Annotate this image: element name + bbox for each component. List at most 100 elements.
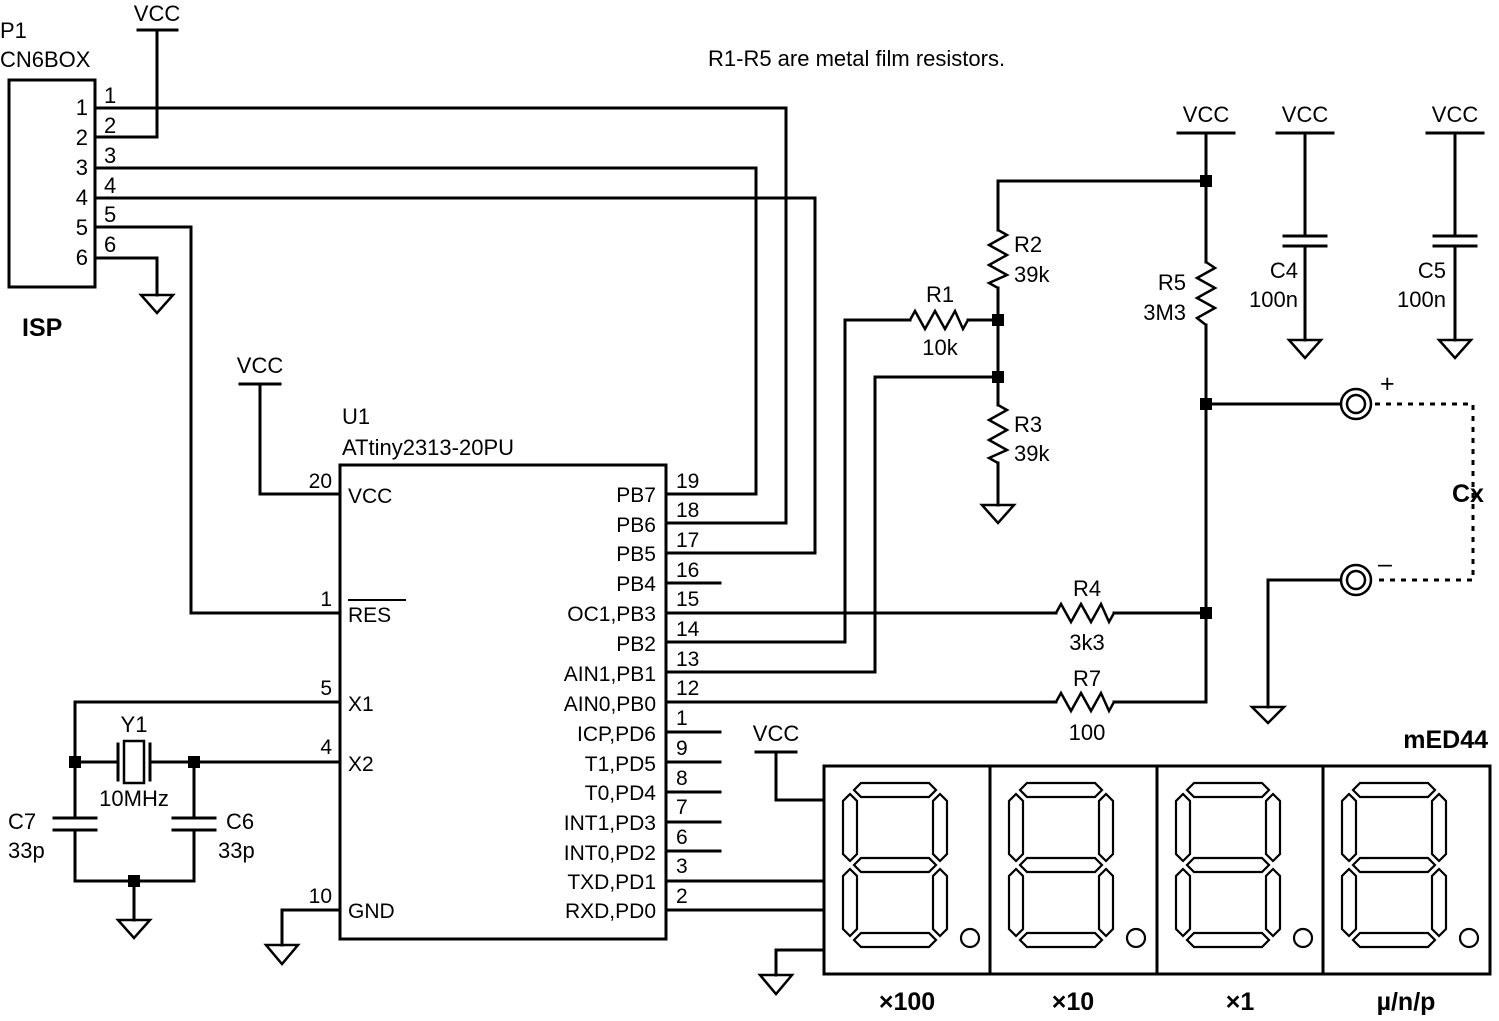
junction-dot bbox=[1200, 607, 1212, 619]
capacitor-value: 33p bbox=[8, 838, 45, 863]
connector-name: ISP bbox=[22, 314, 62, 342]
vcc-label: VCC bbox=[1282, 102, 1329, 127]
terminal-minus-label: – bbox=[1378, 550, 1392, 578]
resistor-r4: R4 3k3 bbox=[1054, 576, 1116, 655]
terminal-plus bbox=[1339, 387, 1373, 421]
segment bbox=[1430, 867, 1448, 938]
resistor-value: 3k3 bbox=[1069, 630, 1104, 655]
pin-number: 1 bbox=[676, 707, 688, 730]
ground-icon bbox=[115, 918, 153, 940]
mcu-u1: U1 ATtiny2313-20PU 20 VCC 1 RES 5 X1 4 X… bbox=[309, 404, 700, 941]
segment bbox=[852, 856, 938, 874]
resistor-symbol bbox=[986, 403, 1010, 465]
pin-name: ICP,PD6 bbox=[577, 723, 656, 746]
vcc-label: VCC bbox=[1183, 102, 1230, 127]
pin-name: AIN0,PB0 bbox=[564, 693, 656, 716]
pin-name: T0,PD4 bbox=[585, 782, 657, 805]
pin-number: 3 bbox=[76, 155, 88, 180]
connector-inner-pins: 1 2 3 4 5 6 bbox=[76, 95, 88, 270]
junctions bbox=[69, 175, 1212, 887]
pin-name: PB4 bbox=[616, 573, 656, 596]
resistor-value: 10k bbox=[922, 335, 958, 360]
resistor-symbol bbox=[1054, 601, 1116, 625]
resistor-ref: R5 bbox=[1158, 270, 1186, 295]
pin-name: X2 bbox=[348, 753, 374, 776]
wires bbox=[73, 28, 1485, 977]
resistor-ref: R3 bbox=[1014, 412, 1042, 437]
resistor-r7: R7 100 bbox=[1054, 666, 1116, 745]
resistor-r2: R2 39k bbox=[986, 228, 1050, 290]
segment bbox=[1430, 792, 1448, 863]
ground-icon bbox=[757, 973, 795, 996]
resistor-value: 39k bbox=[1014, 441, 1050, 466]
crystal-value: 10MHz bbox=[99, 786, 169, 811]
junction-dot bbox=[992, 314, 1004, 326]
digit-label: ×10 bbox=[1052, 988, 1094, 1016]
segment bbox=[1007, 867, 1025, 938]
pin-name: TXD,PD1 bbox=[567, 871, 656, 894]
pin-number: 3 bbox=[676, 855, 688, 878]
resistor-ref: R4 bbox=[1073, 576, 1101, 601]
display-med44: mED44 ×100 ×10 ×1 µ/n/p bbox=[822, 726, 1492, 1016]
pin-number: 1 bbox=[320, 588, 332, 611]
resistor-value: 39k bbox=[1014, 262, 1050, 287]
pin-number: 4 bbox=[320, 736, 332, 759]
pin-name: PB2 bbox=[616, 633, 656, 656]
pin-number: 3 bbox=[104, 143, 116, 168]
ground-icon bbox=[979, 503, 1017, 525]
pin-number: 9 bbox=[676, 737, 688, 760]
segment bbox=[1018, 856, 1104, 874]
resistor-r1: R1 10k bbox=[908, 282, 970, 360]
pin-number: 5 bbox=[104, 202, 116, 227]
segment bbox=[841, 792, 859, 863]
pin-number: 1 bbox=[76, 95, 88, 120]
segment bbox=[1351, 781, 1437, 799]
pin-number: 10 bbox=[309, 885, 332, 908]
segment bbox=[1097, 792, 1115, 863]
resistor-r5: R5 3M3 bbox=[1143, 260, 1218, 326]
resistor-symbol bbox=[1194, 260, 1218, 326]
capacitor-c7: C7 33p bbox=[8, 809, 98, 863]
resistor-value: 100 bbox=[1069, 720, 1106, 745]
digit-label: ×1 bbox=[1226, 988, 1255, 1016]
pin-name: VCC bbox=[348, 485, 392, 508]
display-name: mED44 bbox=[1403, 726, 1488, 754]
pin-number: 4 bbox=[104, 173, 116, 198]
crystal-y1: Y1 10MHz bbox=[99, 712, 169, 811]
digit-layer bbox=[841, 781, 1480, 949]
resistor-ref: R7 bbox=[1073, 666, 1101, 691]
segment bbox=[931, 867, 949, 938]
segment bbox=[1185, 856, 1271, 874]
capacitor-value: 100n bbox=[1249, 287, 1298, 312]
segment bbox=[1264, 792, 1282, 863]
segment bbox=[1174, 792, 1192, 863]
segment bbox=[1018, 931, 1104, 949]
segment bbox=[1340, 867, 1358, 938]
pin-number: 18 bbox=[676, 499, 699, 522]
segment bbox=[852, 931, 938, 949]
terminal-minus bbox=[1339, 563, 1373, 597]
mcu-part: ATtiny2313-20PU bbox=[342, 435, 514, 460]
ground-icon bbox=[1286, 338, 1324, 360]
resistor-symbol bbox=[986, 228, 1010, 290]
terminal-plus-inner bbox=[1345, 393, 1367, 415]
segment bbox=[1007, 792, 1025, 863]
pin-name: PB5 bbox=[616, 543, 656, 566]
decimal-point bbox=[1458, 927, 1480, 949]
cx-label: Cx bbox=[1452, 480, 1484, 508]
segment bbox=[841, 867, 859, 938]
pin-number: 17 bbox=[676, 529, 699, 552]
pin-name: AIN1,PB1 bbox=[564, 663, 656, 686]
capacitor-c5: C5 100n bbox=[1397, 234, 1478, 312]
vcc-label: VCC bbox=[1432, 102, 1479, 127]
pin-number: 4 bbox=[76, 185, 88, 210]
digit-label: ×100 bbox=[879, 988, 935, 1016]
pin-number: 5 bbox=[320, 677, 332, 700]
terminal-minus-inner bbox=[1345, 569, 1367, 591]
segment bbox=[1174, 867, 1192, 938]
pin-name: INT1,PD3 bbox=[564, 812, 656, 835]
terminal-plus-label: + bbox=[1380, 370, 1395, 398]
decimal-point bbox=[1292, 927, 1314, 949]
junction-dot bbox=[1200, 175, 1212, 187]
connector-type: CN6BOX bbox=[0, 47, 91, 72]
